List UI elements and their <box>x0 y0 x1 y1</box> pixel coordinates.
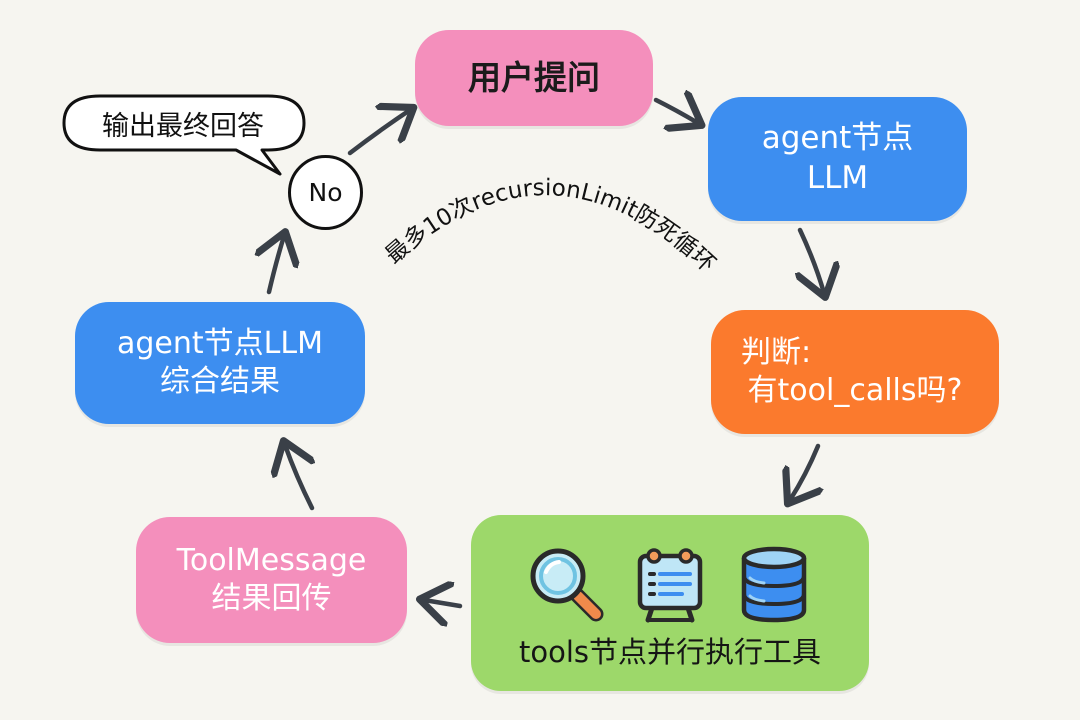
node-agent-llm: agent节点 LLM <box>708 97 967 221</box>
node-tools-label: tools节点并行执行工具 <box>518 634 822 669</box>
node-decision-line2: 有tool_calls吗? <box>747 373 963 408</box>
magnifier-icon <box>530 548 604 622</box>
arrow-tools-to-toolmessage <box>424 600 463 606</box>
node-decision-line1: 判断: <box>741 334 812 370</box>
node-user-question-label: 用户提问 <box>468 57 600 97</box>
node-tools-parallel: tools节点并行执行工具 <box>471 515 869 691</box>
node-agent-combine: agent节点LLM 综合结果 <box>75 302 365 424</box>
node-tool-message: ToolMessage 结果回传 <box>136 517 407 643</box>
arrow-no-to-user <box>347 110 410 156</box>
node-user-question: 用户提问 <box>415 30 653 126</box>
node-agent-llm-line1: agent节点 <box>761 120 914 157</box>
node-decision: 判断: 有tool_calls吗? <box>711 310 999 434</box>
node-tool-message-line1: ToolMessage <box>176 542 367 578</box>
output-final-answer-label: 输出最终回答 <box>102 110 264 142</box>
arrow-toolmessage-to-agent <box>285 445 312 511</box>
node-tool-message-line2: 结果回传 <box>211 581 332 616</box>
arrow-agent-to-no <box>269 236 284 295</box>
node-agent-combine-line2: 综合结果 <box>160 364 280 399</box>
tool-icon-row <box>526 544 814 624</box>
arrow-user-to-agent <box>653 100 698 123</box>
loop-note-text: 最多10次recursionLimit防死循环 <box>381 175 720 278</box>
document-board-icon <box>637 548 703 623</box>
no-branch-label: No <box>308 178 343 207</box>
database-icon <box>741 546 807 623</box>
arrow-decision-to-tools <box>790 443 818 500</box>
node-agent-llm-line2: LLM <box>806 160 869 196</box>
output-speech-bubble <box>62 94 306 176</box>
arrow-agent-to-decision <box>800 227 824 293</box>
node-agent-combine-line1: agent节点LLM <box>117 325 323 361</box>
no-branch-circle: No <box>288 155 363 230</box>
